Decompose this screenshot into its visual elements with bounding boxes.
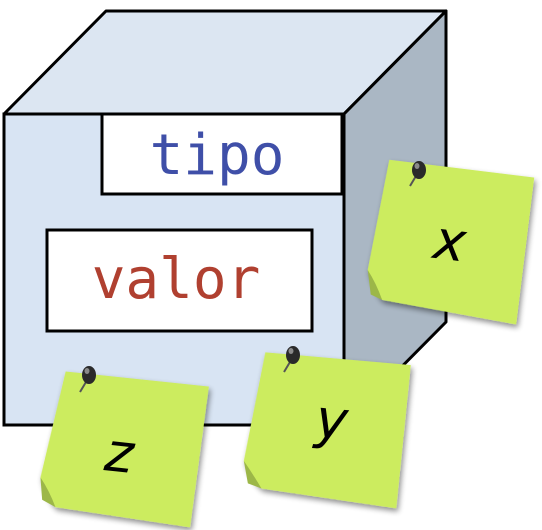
note-z-paper <box>40 371 209 528</box>
type-label: tipo <box>150 123 285 188</box>
pin-z-icon <box>79 366 96 393</box>
sticky-note-y: y <box>243 352 411 509</box>
note-x-fold <box>367 269 383 300</box>
type-label-frame <box>100 112 344 196</box>
note-y-label: y <box>311 387 351 453</box>
pin-x-icon <box>409 161 426 187</box>
value-label: valor <box>92 247 261 312</box>
pin-y-icon <box>283 346 300 373</box>
note-z-fold <box>40 477 56 508</box>
note-x-paper <box>367 159 535 325</box>
note-y-fold <box>243 460 262 489</box>
value-label-frame <box>45 228 314 333</box>
sticky-note-x: x <box>367 159 535 325</box>
sticky-note-z: z <box>40 371 209 528</box>
note-y-paper <box>243 352 411 509</box>
variable-box: tipo valor <box>2 9 448 427</box>
